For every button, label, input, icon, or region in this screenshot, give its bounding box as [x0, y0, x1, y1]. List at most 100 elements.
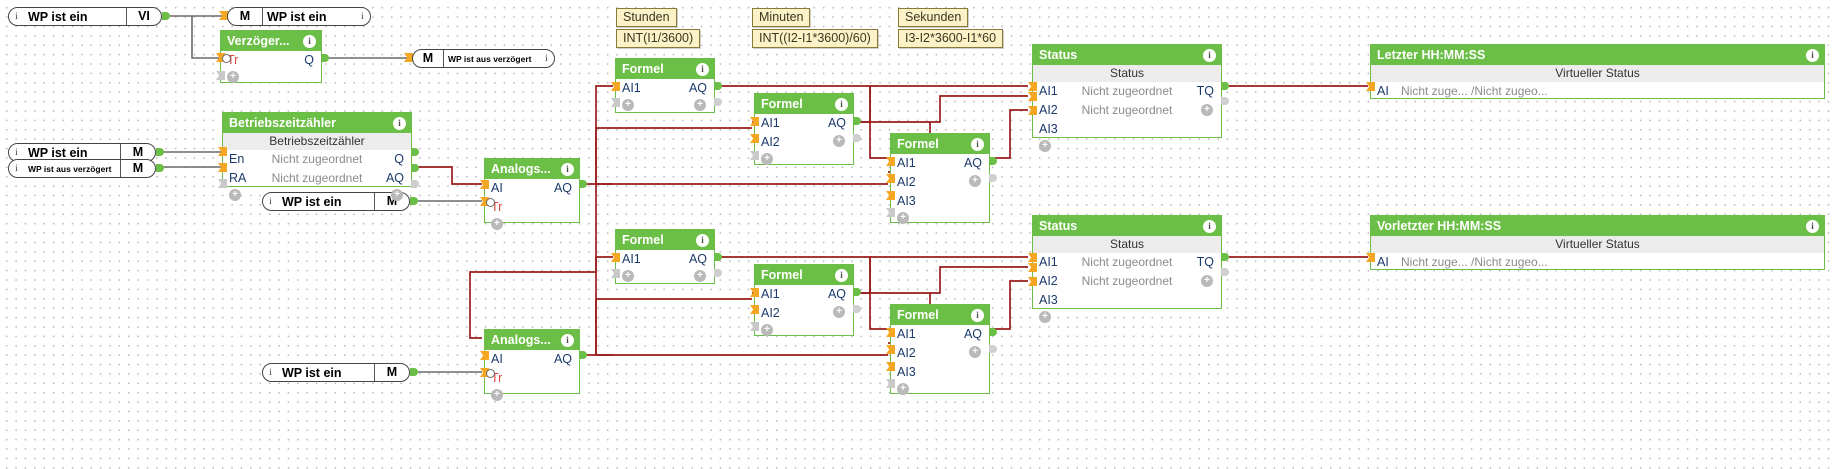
- add-input-icon[interactable]: +: [622, 99, 634, 111]
- add-input-icon[interactable]: +: [761, 324, 773, 336]
- note-stunden-label[interactable]: Stunden: [616, 8, 677, 27]
- block-letzter-hhmmss[interactable]: Letzter HH:MM:SS i Virtueller Status AI …: [1370, 44, 1825, 99]
- expand-row[interactable]: + +: [891, 346, 989, 399]
- add-output-icon[interactable]: +: [1201, 104, 1213, 116]
- block-header[interactable]: Verzöger... i: [221, 31, 321, 51]
- block-header[interactable]: Formel i: [616, 230, 714, 250]
- expand-row[interactable]: +: [221, 70, 321, 87]
- info-icon[interactable]: i: [835, 268, 848, 282]
- info-icon[interactable]: i: [696, 62, 709, 76]
- pin-in-formel-bottom-3-ai1: [886, 328, 895, 337]
- block-analogschwellwertschalter-bottom[interactable]: Analogs... i AI AQ Tr +: [484, 329, 580, 401]
- info-icon[interactable]: i: [561, 162, 574, 176]
- block-header[interactable]: Formel i: [891, 134, 989, 154]
- expand-row[interactable]: + +: [616, 98, 714, 115]
- block-header[interactable]: Formel i: [891, 305, 989, 325]
- note-sekunden-label[interactable]: Sekunden: [898, 8, 969, 27]
- add-output-icon[interactable]: +: [694, 270, 706, 282]
- add-output-icon[interactable]: +: [391, 189, 403, 201]
- block-header[interactable]: Formel i: [616, 59, 714, 79]
- add-input-icon[interactable]: +: [491, 389, 503, 401]
- add-input-icon[interactable]: +: [227, 71, 239, 83]
- tag-wp-ist-ein-m-top[interactable]: M WP ist ein i: [227, 7, 371, 26]
- expand-row[interactable]: + +: [223, 188, 411, 205]
- tag-wp-ist-ein-m-left[interactable]: i WP ist ein M: [8, 143, 156, 162]
- tag-wp-ist-ein-m-bottom[interactable]: i WP ist ein M: [262, 363, 410, 382]
- block-header[interactable]: Letzter HH:MM:SS i: [1371, 45, 1824, 65]
- block-analogschwellwertschalter-top[interactable]: Analogs... i AI AQ Tr +: [484, 158, 580, 230]
- input-label: AI3: [1039, 293, 1058, 307]
- block-formel-top-2[interactable]: Formel i AI1 AQ AI2 + +: [754, 93, 854, 165]
- block-title: Formel: [897, 308, 939, 322]
- block-header[interactable]: Analogs... i: [485, 330, 579, 350]
- add-output-icon[interactable]: +: [969, 175, 981, 187]
- add-input-icon[interactable]: +: [897, 212, 909, 224]
- info-icon[interactable]: i: [561, 333, 574, 347]
- block-formel-bottom-1[interactable]: Formel i AI1 AQ + +: [615, 229, 715, 284]
- block-body: AI AQ Tr +: [485, 179, 579, 234]
- block-status-bottom[interactable]: Status i Status AI1 Nicht zugeordnet TQ …: [1032, 215, 1222, 323]
- block-header[interactable]: Analogs... i: [485, 159, 579, 179]
- note-sekunden-formula[interactable]: I3-I2*3600-I1*60: [898, 29, 1004, 48]
- block-header[interactable]: Formel i: [755, 94, 853, 114]
- expand-row[interactable]: + +: [616, 269, 714, 286]
- add-input-icon[interactable]: +: [1039, 311, 1051, 323]
- info-icon[interactable]: i: [971, 137, 984, 151]
- info-icon[interactable]: i: [696, 233, 709, 247]
- expand-row[interactable]: +: [485, 388, 579, 405]
- wire-bformel3-to-status-ai3: [990, 280, 1028, 330]
- note-minuten-label[interactable]: Minuten: [752, 8, 811, 27]
- block-body: AI1 AQ AI2 + +: [755, 285, 853, 340]
- add-output-icon[interactable]: +: [694, 99, 706, 111]
- tag-wp-ist-ein-vi[interactable]: i WP ist ein VI: [8, 7, 162, 26]
- tag-wp-ist-aus-verzoegert-left[interactable]: i WP ist aus verzögert M: [8, 159, 156, 178]
- info-icon[interactable]: i: [303, 34, 316, 48]
- add-input-icon[interactable]: +: [761, 153, 773, 165]
- pin-ghost-out-formel-top-3: [989, 174, 997, 182]
- tag-wp-ist-aus-verzoegert-m[interactable]: M WP ist aus verzögert i: [412, 49, 555, 68]
- block-status-top[interactable]: Status i Status AI1 Nicht zugeordnet TQ …: [1032, 44, 1222, 152]
- add-output-icon[interactable]: +: [1201, 275, 1213, 287]
- add-input-icon[interactable]: +: [491, 218, 503, 230]
- info-icon[interactable]: i: [1806, 219, 1819, 233]
- block-formel-bottom-3[interactable]: Formel i AI1 AQ AI2 AI3 + +: [890, 304, 990, 395]
- info-icon[interactable]: i: [393, 116, 406, 130]
- wire-analog-top-to-formel2-ai2: [595, 127, 752, 184]
- info-icon[interactable]: i: [1806, 48, 1819, 62]
- add-input-icon[interactable]: +: [1039, 140, 1051, 152]
- info-icon[interactable]: i: [1203, 219, 1216, 233]
- block-subtitle: Status: [1033, 236, 1221, 253]
- expand-row[interactable]: +: [1033, 310, 1221, 327]
- block-header[interactable]: Status i: [1033, 216, 1221, 236]
- add-input-icon[interactable]: +: [622, 270, 634, 282]
- block-header[interactable]: Betriebszeitzähler i: [223, 113, 411, 133]
- expand-row[interactable]: + +: [755, 135, 853, 169]
- add-output-icon[interactable]: +: [969, 346, 981, 358]
- info-icon[interactable]: i: [971, 308, 984, 322]
- block-header[interactable]: Vorletzter HH:MM:SS i: [1371, 216, 1824, 236]
- block-header[interactable]: Formel i: [755, 265, 853, 285]
- add-output-icon[interactable]: +: [833, 306, 845, 318]
- info-icon[interactable]: i: [1203, 48, 1216, 62]
- block-betriebszeitzaehler[interactable]: Betriebszeitzähler i Betriebszeitzähler …: [222, 112, 412, 201]
- add-input-icon[interactable]: +: [897, 383, 909, 395]
- block-vorletzter-hhmmss[interactable]: Vorletzter HH:MM:SS i Virtueller Status …: [1370, 215, 1825, 270]
- block-formel-bottom-2[interactable]: Formel i AI1 AQ AI2 + +: [754, 264, 854, 336]
- expand-row[interactable]: + +: [891, 175, 989, 228]
- pin-in-analog-top-ai: [480, 180, 489, 189]
- expand-row[interactable]: +: [1033, 139, 1221, 156]
- add-input-icon[interactable]: +: [229, 189, 241, 201]
- note-minuten-formula[interactable]: INT((I2-I1*3600)/60): [752, 29, 878, 48]
- block-header[interactable]: Status i: [1033, 45, 1221, 65]
- input-label: AI2: [761, 306, 780, 320]
- expand-row[interactable]: + +: [755, 306, 853, 340]
- block-verzoegerung[interactable]: Verzöger... i Tr Q +: [220, 30, 322, 83]
- note-stunden-formula[interactable]: INT(I1/3600): [616, 29, 701, 48]
- info-icon[interactable]: i: [835, 97, 848, 111]
- block-formel-top-1[interactable]: Formel i AI1 AQ + +: [615, 58, 715, 113]
- expand-row[interactable]: +: [485, 217, 579, 234]
- add-output-icon[interactable]: +: [833, 135, 845, 147]
- block-formel-top-3[interactable]: Formel i AI1 AQ AI2 AI3 + +: [890, 133, 990, 224]
- tag-wp-ist-ein-m-mid[interactable]: i WP ist ein M: [262, 192, 410, 211]
